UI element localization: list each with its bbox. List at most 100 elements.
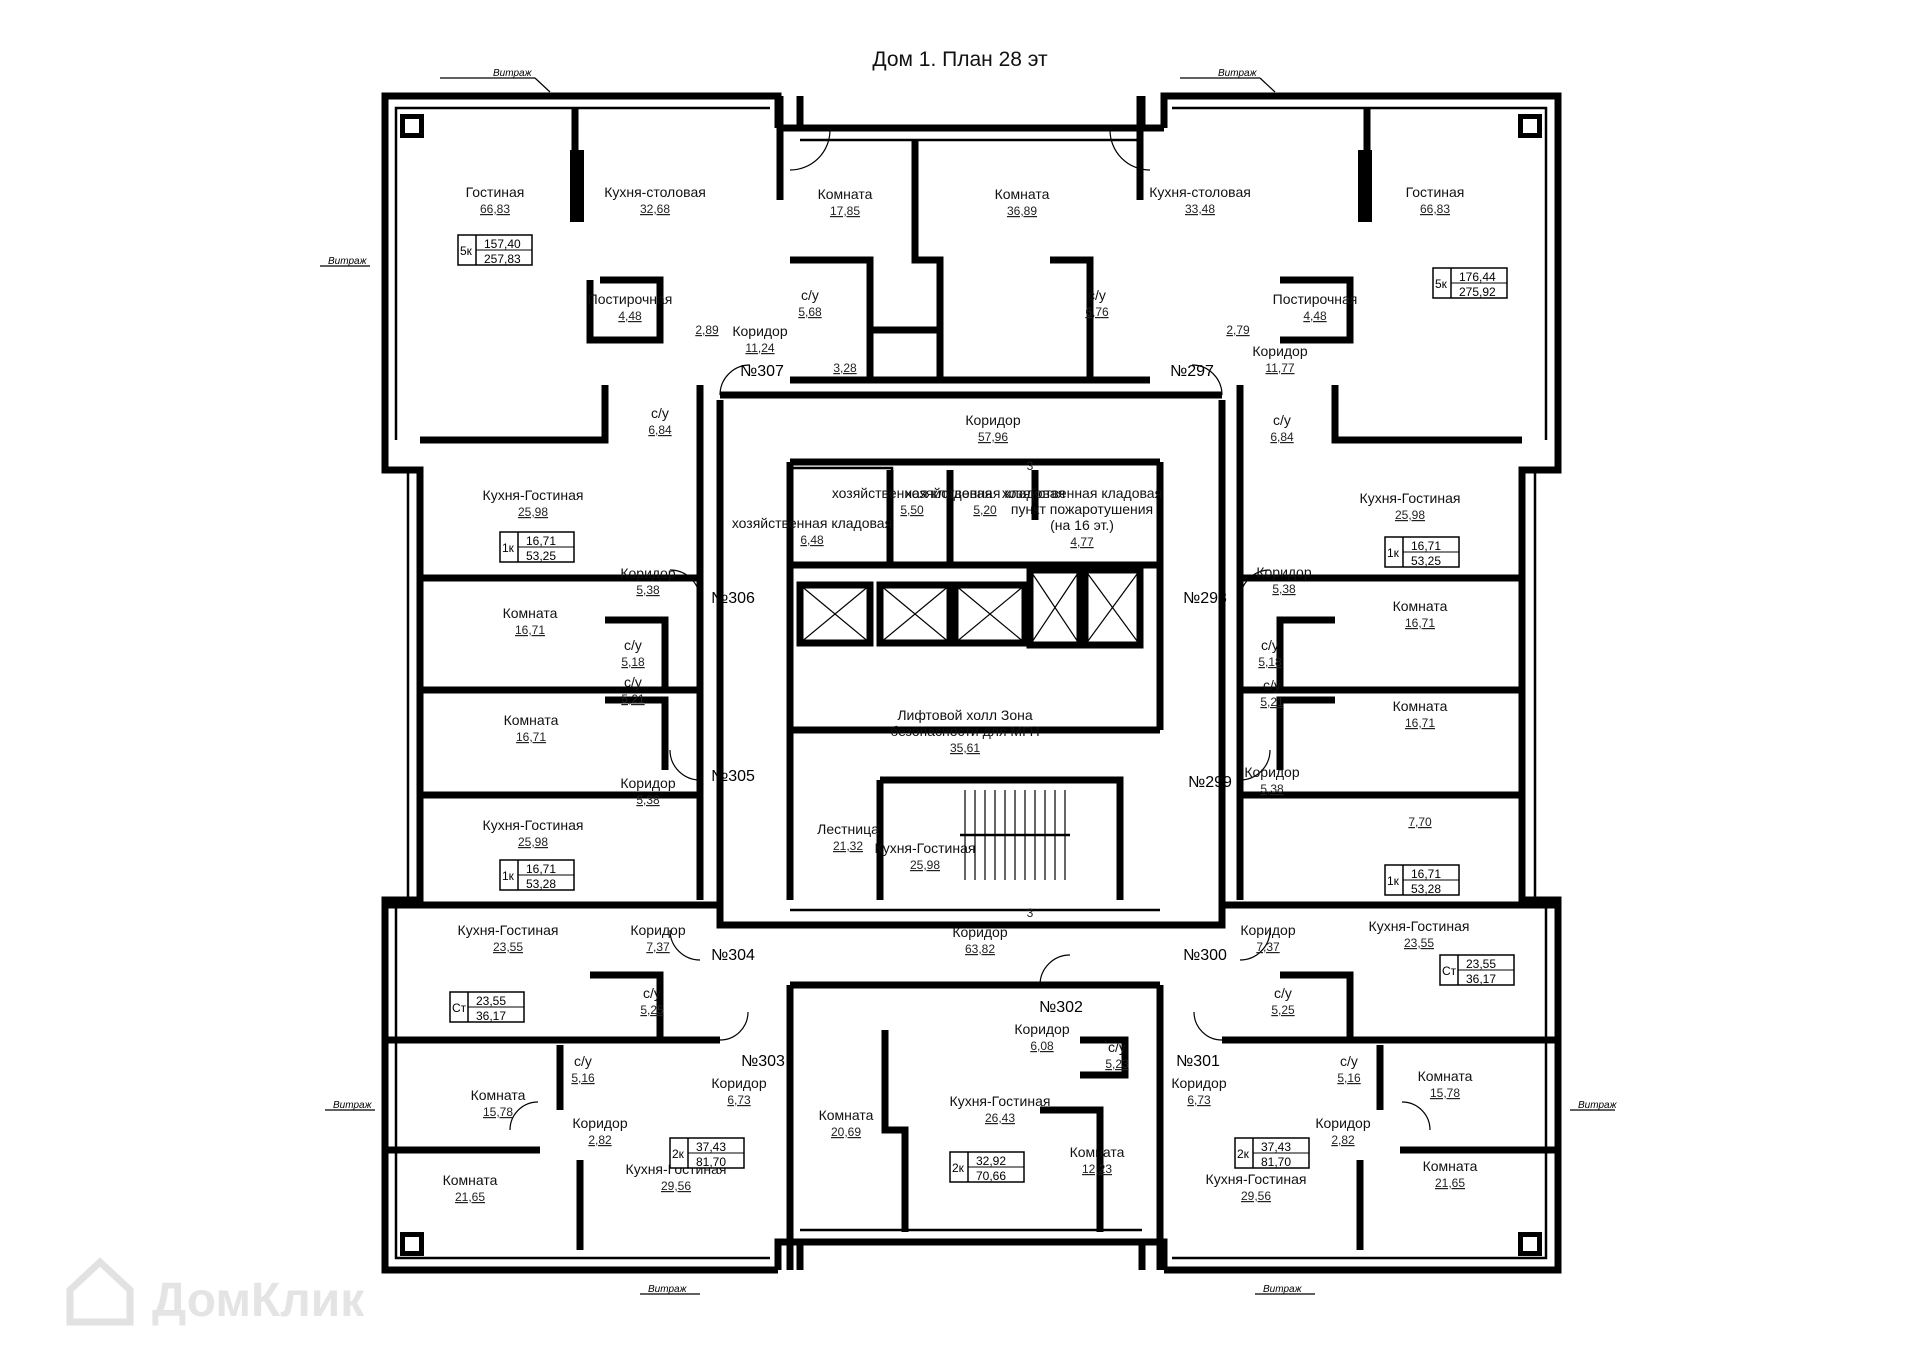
room-area: 2,89 xyxy=(695,323,719,337)
vitrazh-right: Витраж xyxy=(1570,1100,1618,1111)
badge-total-area: 257,83 xyxy=(484,252,521,266)
vitrazh-bottom-right: Витраж xyxy=(1255,1284,1315,1295)
room-label: Комната xyxy=(1418,1068,1473,1084)
room-label: с/у xyxy=(1340,1053,1358,1069)
room-area: 21,65 xyxy=(455,1190,485,1204)
room-label: Коридор xyxy=(1256,564,1312,580)
room-area: 5,20 xyxy=(973,503,997,517)
room-label: Коридор xyxy=(572,1115,628,1131)
room-area: 23,55 xyxy=(493,940,523,954)
room-area: 11,77 xyxy=(1265,361,1294,375)
room-area: 5,38 xyxy=(1260,782,1284,796)
badge-type: 2к xyxy=(672,1147,685,1161)
apt-303: №303 xyxy=(741,1053,785,1070)
room-area: 21,65 xyxy=(1435,1176,1465,1190)
badge-total-area: 81,70 xyxy=(696,1155,726,1169)
room-area: 5,38 xyxy=(1272,582,1296,596)
room-18: Кухня-Гостиная 25,98 xyxy=(483,487,584,519)
elevators xyxy=(796,566,1144,649)
apt-298: №298 xyxy=(1183,590,1227,607)
room-label: Гостиная xyxy=(1406,184,1465,200)
room-label: (на 16 эт.) xyxy=(1050,517,1114,533)
room-label: Коридор xyxy=(732,323,788,339)
room-area: 33,48 xyxy=(1185,202,1215,216)
badge-total-area: 53,25 xyxy=(526,549,556,563)
badge-living-area: 16,71 xyxy=(526,534,556,548)
badge-type: 5к xyxy=(460,244,473,258)
room-area: 21,32 xyxy=(833,839,863,853)
badge-living-area: 23,55 xyxy=(476,994,506,1008)
room-49: с/у5,16 xyxy=(571,1053,595,1085)
room-7: 2,89 xyxy=(695,323,719,337)
apt-306: №306 xyxy=(711,590,755,607)
badge-living-area: 37,43 xyxy=(1261,1140,1291,1154)
room-area: 5,38 xyxy=(636,793,660,807)
room-label: Лифтовой холл Зона xyxy=(897,707,1033,723)
room-area: 32,68 xyxy=(640,202,670,216)
room-area: 7,37 xyxy=(646,940,670,954)
vitrazh-top-left: Витраж xyxy=(440,68,551,93)
room-label: хозяйственная кладовая xyxy=(732,515,892,531)
badge-living-area: 37,43 xyxy=(696,1140,726,1154)
room-area: 5,18 xyxy=(621,655,645,669)
badge-type: Ст xyxy=(452,1001,467,1015)
stair-treads xyxy=(960,790,1070,880)
room-32: с/у5,21 xyxy=(621,674,645,706)
room-label: Комната xyxy=(1423,1158,1478,1174)
room-area: 7,37 xyxy=(1256,940,1280,954)
partitions xyxy=(385,96,1558,1270)
svg-text:Витраж: Витраж xyxy=(333,1100,373,1111)
apt-297: №297 xyxy=(1170,363,1214,380)
room-area: 25,98 xyxy=(518,505,548,519)
room-area: 63,82 xyxy=(965,942,995,956)
badge-type: 2к xyxy=(1237,1147,1250,1161)
room-label: с/у xyxy=(1108,1039,1126,1055)
room-area: 25,98 xyxy=(910,858,940,872)
room-label: Кухня-Гостиная xyxy=(483,487,584,503)
mark-top: 3 xyxy=(1027,459,1034,473)
apt-301: №301 xyxy=(1176,1053,1220,1070)
room-area: 6,73 xyxy=(1187,1093,1211,1107)
room-53: с/у5,16 xyxy=(1337,1053,1361,1085)
room-area: 6,84 xyxy=(1270,430,1294,444)
svg-text:Витраж: Витраж xyxy=(1263,1284,1303,1295)
apt-300: №300 xyxy=(1183,947,1227,964)
vitrazh-left: Витраж xyxy=(320,256,370,267)
room-label: с/у xyxy=(643,985,661,1001)
room-label: пункт пожаротушения xyxy=(1011,501,1153,517)
room-labels: Гостиная66,83Кухня-столовая32,68Комната1… xyxy=(443,184,1478,1204)
vitrazh-top-right: Витраж xyxy=(1180,68,1276,93)
room-area: 29,56 xyxy=(661,1179,691,1193)
apartment-numbers: №307 №297 №306 №298 №305 №299 №304 №300 … xyxy=(711,363,1232,1070)
room-label: с/у xyxy=(1274,985,1292,1001)
room-label: Кухня-Гостиная xyxy=(950,1093,1051,1109)
room-area: 7,70 xyxy=(1408,815,1432,829)
room-area: 5,50 xyxy=(900,503,924,517)
room-area: 4,48 xyxy=(618,309,642,323)
badge-living-area: 16,71 xyxy=(1411,539,1441,553)
room-label: с/у xyxy=(624,637,642,653)
room-15: с/у6,84 xyxy=(648,405,672,437)
room-25: Коридор 5,38 xyxy=(1256,564,1312,596)
badge-living-area: 23,55 xyxy=(1466,957,1496,971)
